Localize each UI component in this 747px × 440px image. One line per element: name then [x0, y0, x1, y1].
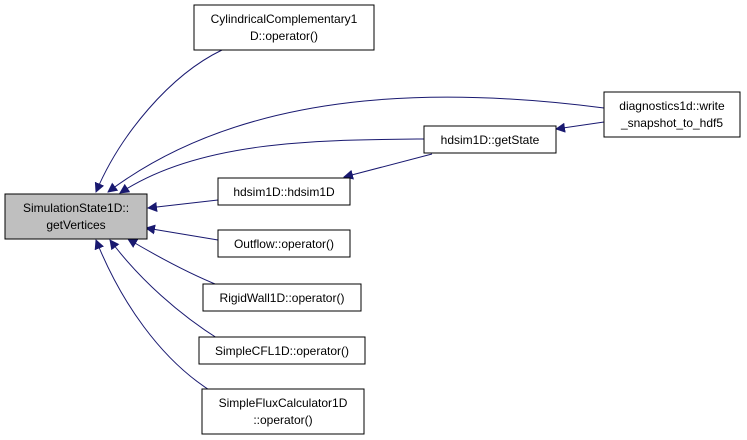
- node-simplecfl[interactable]: SimpleCFL1D::operator(): [198, 336, 366, 365]
- node-simpleflux-line-2: ::operator(): [253, 413, 312, 427]
- node-cylindrical-line-2: D::operator(): [250, 29, 318, 43]
- node-diagnostics-line-2: _snapshot_to_hdf5: [620, 116, 723, 130]
- node-focus[interactable]: SimulationState1D:: getVertices: [4, 193, 148, 240]
- edge-diagnostics-to-getstate: [555, 121, 605, 133]
- edge-outflow-to-focus: [145, 224, 219, 241]
- node-simplecfl-line-1: SimpleCFL1D::operator(): [215, 344, 349, 358]
- node-getstate-line-1: hdsim1D::getState: [441, 133, 540, 147]
- node-focus-line-1: SimulationState1D::: [23, 201, 129, 215]
- node-hdsim-line-1: hdsim1D::hdsim1D: [233, 185, 335, 199]
- node-cylindrical[interactable]: CylindricalComplementary1 D::operator(): [193, 4, 375, 51]
- node-diagnostics[interactable]: diagnostics1d::write _snapshot_to_hdf5: [603, 91, 741, 138]
- node-outflow[interactable]: Outflow::operator(): [217, 229, 351, 258]
- edge-cylindrical-to-focus: [94, 49, 223, 193]
- node-simpleflux-line-1: SimpleFluxCalculator1D: [219, 396, 348, 410]
- edge-getstate-to-focus: [119, 138, 425, 194]
- node-simpleflux[interactable]: SimpleFluxCalculator1D ::operator(): [201, 388, 365, 435]
- edge-diagnostics-to-focus: [107, 96, 605, 193]
- node-hdsim[interactable]: hdsim1D::hdsim1D: [217, 177, 351, 206]
- node-rigidwall-line-1: RigidWall1D::operator(): [220, 291, 345, 305]
- edge-simplecfl-to-focus: [109, 239, 221, 341]
- node-rigidwall[interactable]: RigidWall1D::operator(): [202, 283, 362, 312]
- edge-rigidwall-to-focus: [127, 238, 221, 287]
- node-getstate[interactable]: hdsim1D::getState: [423, 125, 557, 154]
- node-focus-line-2: getVertices: [46, 218, 105, 232]
- node-outflow-line-1: Outflow::operator(): [234, 237, 334, 251]
- node-diagnostics-line-1: diagnostics1d::write: [619, 99, 725, 113]
- edge-hdsim-to-focus: [147, 199, 219, 212]
- node-cylindrical-line-1: CylindricalComplementary1: [211, 12, 358, 26]
- edge-getstate-to-hdsim: [343, 153, 433, 180]
- edge-simpleflux-to-focus: [94, 239, 215, 394]
